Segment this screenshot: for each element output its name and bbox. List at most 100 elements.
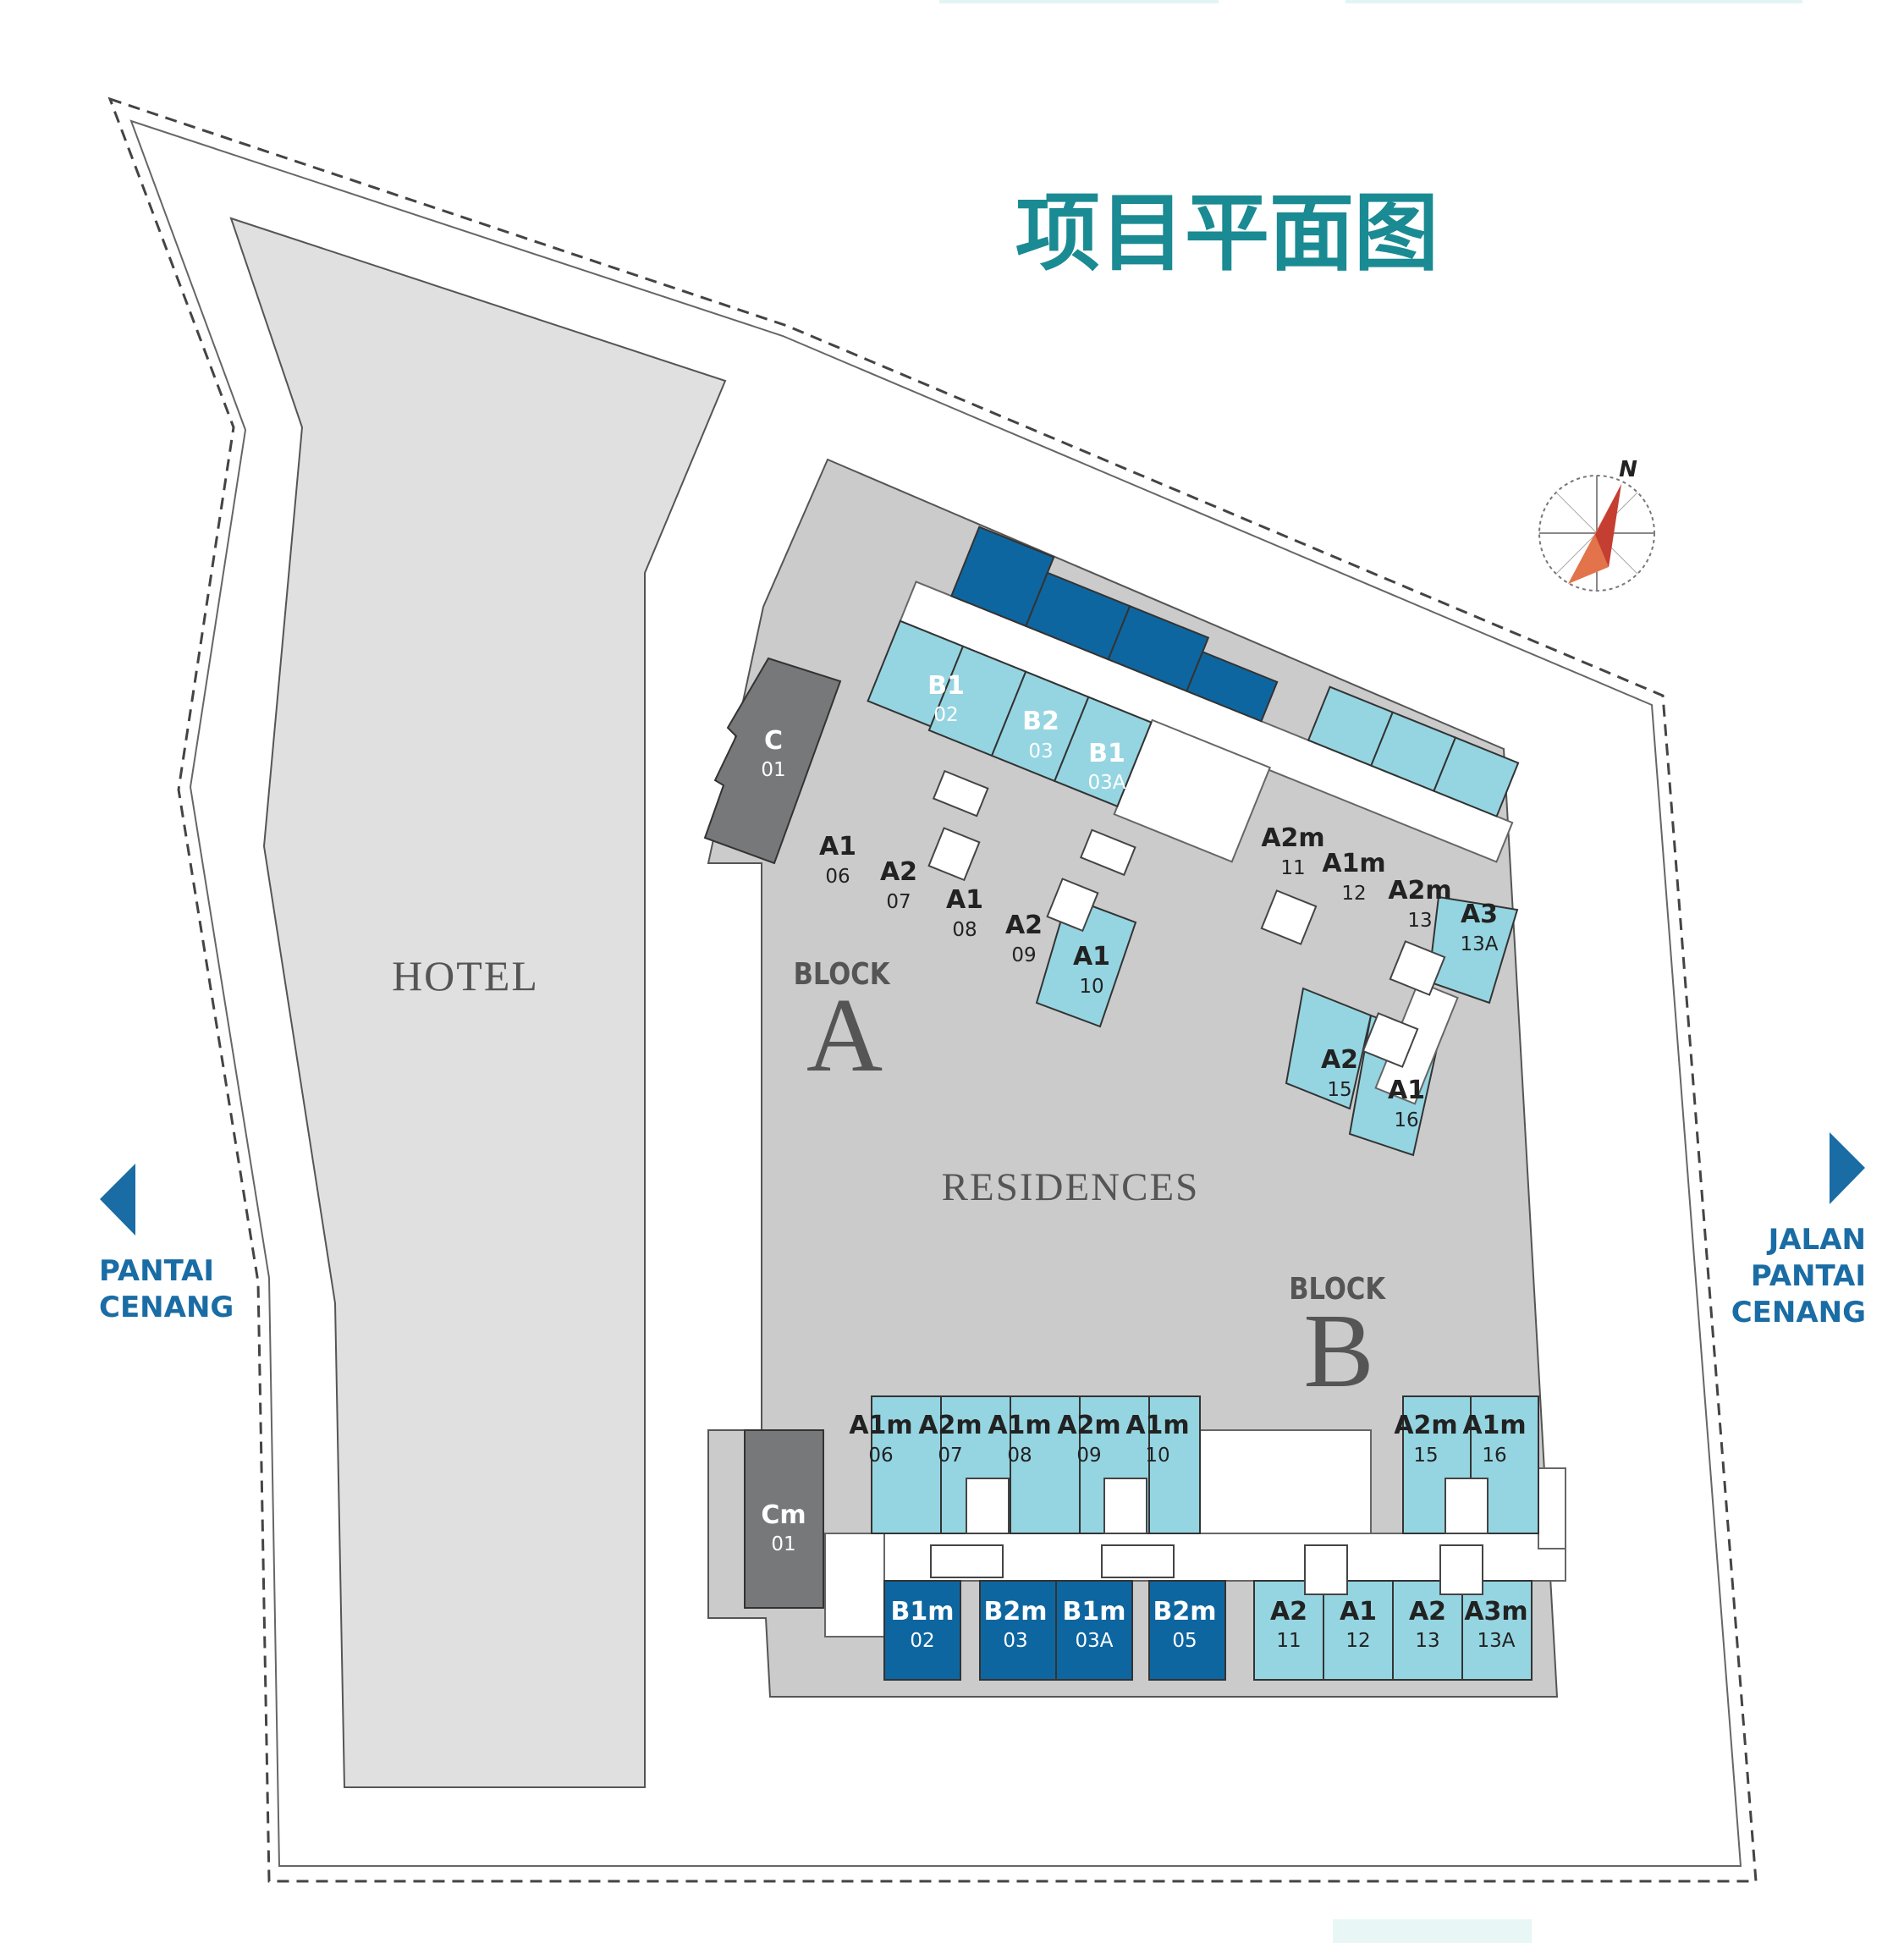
compass-north-label: N (1619, 457, 1637, 482)
unit-b-a2-13[interactable] (1392, 1580, 1463, 1681)
unit-label-code: A1m (849, 1411, 912, 1440)
unit-label-num: 03 (1028, 740, 1053, 762)
unit-label-code: A1m (1462, 1411, 1526, 1440)
hotel-plot (229, 217, 727, 1788)
unit-label-code: A2m (1261, 823, 1324, 853)
unit-label-code: B1 (1088, 739, 1125, 768)
road-right-line1: JALAN (1767, 1223, 1866, 1257)
road-left-line1: PANTAI (99, 1254, 214, 1288)
block-a-void-4 (1046, 878, 1099, 933)
block-b-void (1445, 1478, 1489, 1534)
bottom-strip (1333, 1919, 1532, 1943)
unit-b-b2m-05[interactable] (1148, 1580, 1226, 1681)
core-c-01[interactable] (703, 657, 842, 865)
unit-label-code: B2 (1022, 707, 1059, 736)
block-a-unit-labels-light: A1 06 A2 07 A1 08 A2 09 A1 10 A2m 11 A1m… (819, 823, 1499, 1131)
unit-label-num: 11 (1276, 1630, 1301, 1652)
unit-label-num: 13 (1415, 1630, 1439, 1652)
unit-label-num: 07 (886, 891, 911, 913)
block-a-letter: A (806, 977, 883, 1094)
hotel-label: HOTEL (392, 952, 539, 999)
unit-b-a1-12[interactable] (1323, 1580, 1394, 1681)
block-b-void (1101, 1544, 1175, 1578)
unit-label-num: 15 (1413, 1445, 1438, 1467)
unit-label-code: A1m (1322, 849, 1385, 878)
block-b-unit-labels-light: A1m 06 A2m 07 A1m 08 A2m 09 A1m 10 A2m 1… (849, 1411, 1527, 1652)
unit-a-a2-09[interactable] (1053, 696, 1153, 808)
unit-label-code: A1 (1340, 1597, 1377, 1627)
unit-label-num: 03A (1075, 1630, 1113, 1652)
unit-label-num: 16 (1394, 1109, 1418, 1131)
road-right-line3: CENANG (1731, 1296, 1866, 1329)
unit-a-a1-10-shape (1035, 895, 1137, 1028)
unit-label-code: A3m (1464, 1597, 1527, 1627)
unit-label-code: A3 (1461, 900, 1498, 929)
block-a-word: BLOCK (794, 956, 891, 992)
unit-label-code: A1 (946, 885, 983, 915)
block-b-void (966, 1478, 1010, 1534)
unit-b-b1m-03a[interactable] (1055, 1580, 1133, 1681)
top-strip-right (1345, 0, 1802, 3)
block-b-east-end (1538, 1467, 1566, 1549)
unit-label-num: 13A (1477, 1630, 1515, 1652)
unit-label-code: A2 (1005, 911, 1043, 940)
block-a-void-1 (932, 769, 989, 817)
unit-label-code: A2m (1388, 876, 1451, 905)
block-a-void-6 (1389, 940, 1446, 996)
block-a-building (867, 526, 1520, 863)
unit-b-a2-11[interactable] (1253, 1580, 1324, 1681)
unit-a-a2-15-shape (1285, 987, 1373, 1110)
unit-b-a3m-13a[interactable] (1461, 1580, 1533, 1681)
unit-label-num: 06 (825, 866, 850, 888)
unit-label-num: 09 (1076, 1445, 1101, 1467)
unit-label-code: A2m (1057, 1411, 1120, 1440)
unit-label-code: B1m (1063, 1597, 1126, 1627)
residences-label: RESIDENCES (942, 1165, 1200, 1209)
block-a-void-5 (1260, 889, 1318, 945)
unit-label-num: 16 (1482, 1445, 1506, 1467)
unit-label-code: A2m (918, 1411, 982, 1440)
unit-label-code: B1m (891, 1597, 955, 1627)
unit-label-code: A1 (819, 832, 856, 861)
arrow-left-icon (100, 1164, 135, 1236)
block-b-lobby (1199, 1429, 1372, 1534)
unit-label-code: Cm (761, 1500, 806, 1530)
unit-label-code: A2m (1394, 1411, 1457, 1440)
unit-a-a2m-13[interactable] (1433, 736, 1520, 817)
unit-label-code: A2 (1409, 1597, 1446, 1627)
unit-label-code: C (764, 726, 783, 756)
block-b-west-end (824, 1533, 885, 1638)
unit-b-b1m-02[interactable] (883, 1580, 961, 1681)
unit-label-code: A2 (880, 857, 917, 887)
compass-rose-icon: N (1538, 457, 1655, 592)
block-a-void-7 (1362, 1012, 1419, 1068)
unit-b-a1m-08[interactable] (1010, 1395, 1081, 1534)
unit-label-num: 12 (1341, 883, 1366, 905)
unit-label-num: 13A (1460, 933, 1498, 955)
block-a-unit-labels: C 01 B1 02 B2 03 B1 03A B2 05 (761, 671, 1208, 828)
site-boundary-dashed (107, 96, 1758, 1883)
unit-label-num: 01 (761, 759, 785, 781)
block-b-unit-labels-dark: Cm 01 B1m 02 B2m 03 B1m 03A B2m 05 (761, 1500, 1216, 1652)
road-left-line2: CENANG (99, 1291, 234, 1324)
block-b-void (1103, 1478, 1147, 1534)
page-title: 项目平面图 (1015, 184, 1439, 283)
unit-label-num: 09 (1011, 944, 1036, 966)
unit-label-code: B1 (927, 671, 965, 701)
unit-b-a1m-10[interactable] (1148, 1395, 1201, 1534)
unit-label-num: 05 (1177, 806, 1202, 828)
unit-label-code: A1m (1125, 1411, 1189, 1440)
unit-label-code: B2m (984, 1597, 1048, 1627)
block-b-word: BLOCK (1289, 1271, 1386, 1307)
unit-label-code: A2 (1321, 1045, 1358, 1075)
core-cm-01[interactable] (744, 1429, 824, 1609)
unit-label-num: 13 (1407, 910, 1432, 932)
unit-label-code: A1 (1073, 942, 1110, 972)
unit-label-num: 06 (868, 1445, 893, 1467)
unit-a-b2-05[interactable] (1186, 650, 1279, 723)
unit-label-code: B2 (1171, 773, 1208, 802)
unit-label-num: 07 (938, 1445, 962, 1467)
block-a-void-2 (1079, 828, 1136, 877)
unit-label-code: A1 (1388, 1076, 1425, 1105)
unit-label-num: 02 (910, 1630, 934, 1652)
